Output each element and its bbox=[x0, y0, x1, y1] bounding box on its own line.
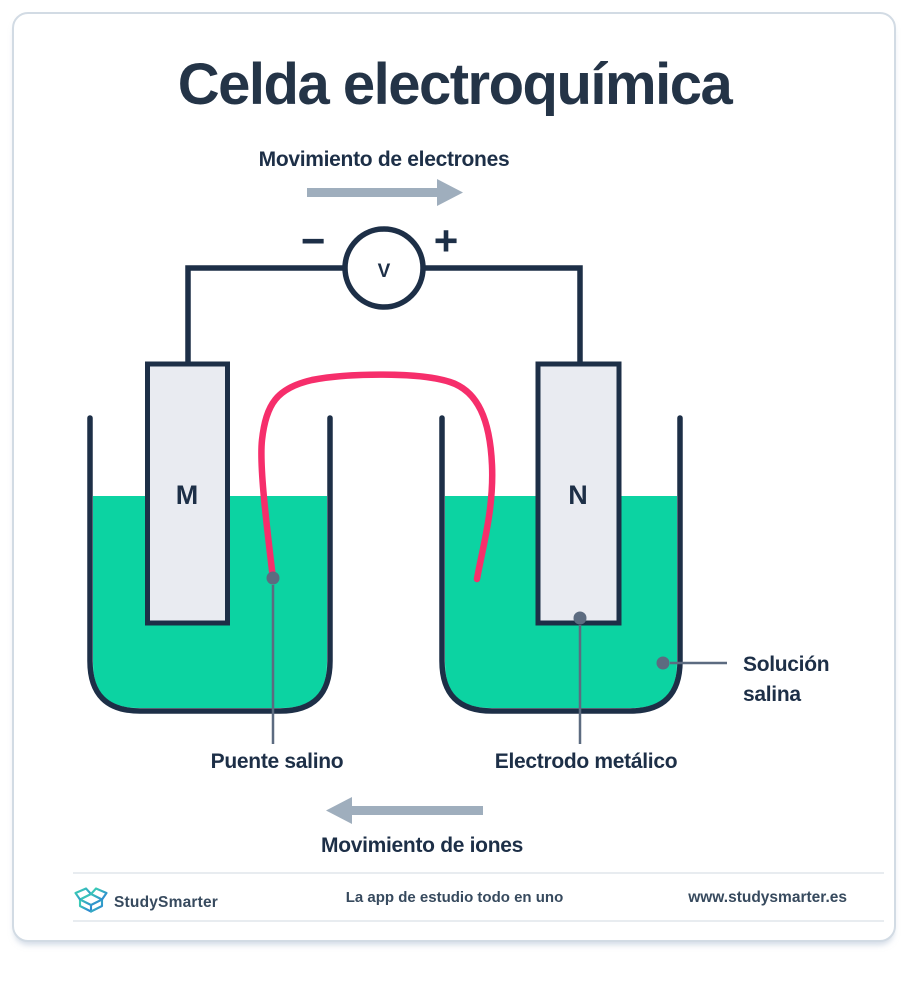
saline-solution-label-line1: Solución bbox=[743, 653, 829, 676]
footer-divider-bottom bbox=[73, 920, 884, 922]
beaker-left bbox=[87, 415, 333, 714]
electron-flow-label: Movimiento de electrones bbox=[259, 148, 510, 171]
left-arrow-icon bbox=[326, 797, 483, 824]
voltmeter-label: V bbox=[378, 261, 391, 282]
metal-electrode-label: Electrodo metálico bbox=[495, 750, 677, 773]
footer-divider-top bbox=[73, 872, 884, 874]
footer-tagline: La app de estudio todo en uno bbox=[345, 889, 564, 906]
salt-bridge-label: Puente salino bbox=[211, 750, 344, 773]
footer-website: www.studysmarter.es bbox=[688, 889, 847, 906]
salt-bridge-callout-dot bbox=[266, 571, 280, 585]
beaker-right bbox=[439, 415, 683, 714]
right-arrow-icon bbox=[307, 179, 463, 206]
footer-brand: StudySmarter bbox=[114, 894, 219, 911]
electrode-m-label: M bbox=[176, 480, 199, 510]
metal-electrode-callout-dot bbox=[573, 611, 587, 625]
salt-bridge bbox=[258, 371, 496, 583]
studysmarter-logo-icon bbox=[74, 887, 108, 913]
page-title: Celda electroquímica bbox=[177, 52, 733, 117]
electrode-n bbox=[535, 361, 622, 626]
ion-flow-label: Movimiento de iones bbox=[321, 834, 523, 857]
minus-sign-icon: − bbox=[301, 217, 326, 264]
plus-sign-icon: + bbox=[434, 217, 459, 264]
electrode-m bbox=[145, 361, 230, 626]
saline-solution-label-line2: salina bbox=[743, 683, 801, 706]
saline-solution-callout-dot bbox=[656, 656, 670, 670]
voltmeter-circle bbox=[342, 226, 426, 310]
electrode-n-label: N bbox=[568, 480, 588, 510]
